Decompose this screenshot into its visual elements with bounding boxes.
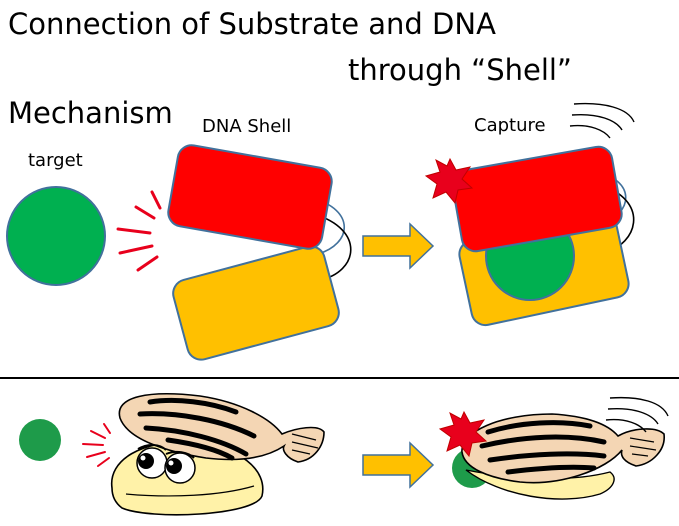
shell-top-closed xyxy=(451,145,623,253)
clam-closed-icon xyxy=(452,413,665,500)
bottom-arrow-right-icon xyxy=(362,441,435,489)
signal-lines-icon xyxy=(116,190,162,272)
label-target: target xyxy=(28,150,83,171)
label-capture: Capture xyxy=(474,115,546,136)
shell-bottom-open xyxy=(172,245,340,361)
burst-icon xyxy=(424,157,474,205)
title-line-1: Connection of Substrate and DNA xyxy=(8,7,496,41)
label-dna-shell: DNA Shell xyxy=(202,116,292,137)
shell-top-open xyxy=(167,144,333,250)
section-heading: Mechanism xyxy=(8,96,173,130)
eyes-icon xyxy=(136,444,196,484)
title-line-2: through “Shell” xyxy=(348,53,572,87)
bottom-target-circle xyxy=(19,419,61,461)
bottom-motion-lines-icon xyxy=(605,396,669,433)
target-circle xyxy=(6,186,106,286)
arrow-right-icon xyxy=(362,222,435,270)
shell-tether-black xyxy=(313,213,352,281)
bottom-burst-icon xyxy=(438,410,488,458)
motion-lines-icon xyxy=(569,102,635,139)
bottom-signal-lines-icon xyxy=(82,423,111,467)
